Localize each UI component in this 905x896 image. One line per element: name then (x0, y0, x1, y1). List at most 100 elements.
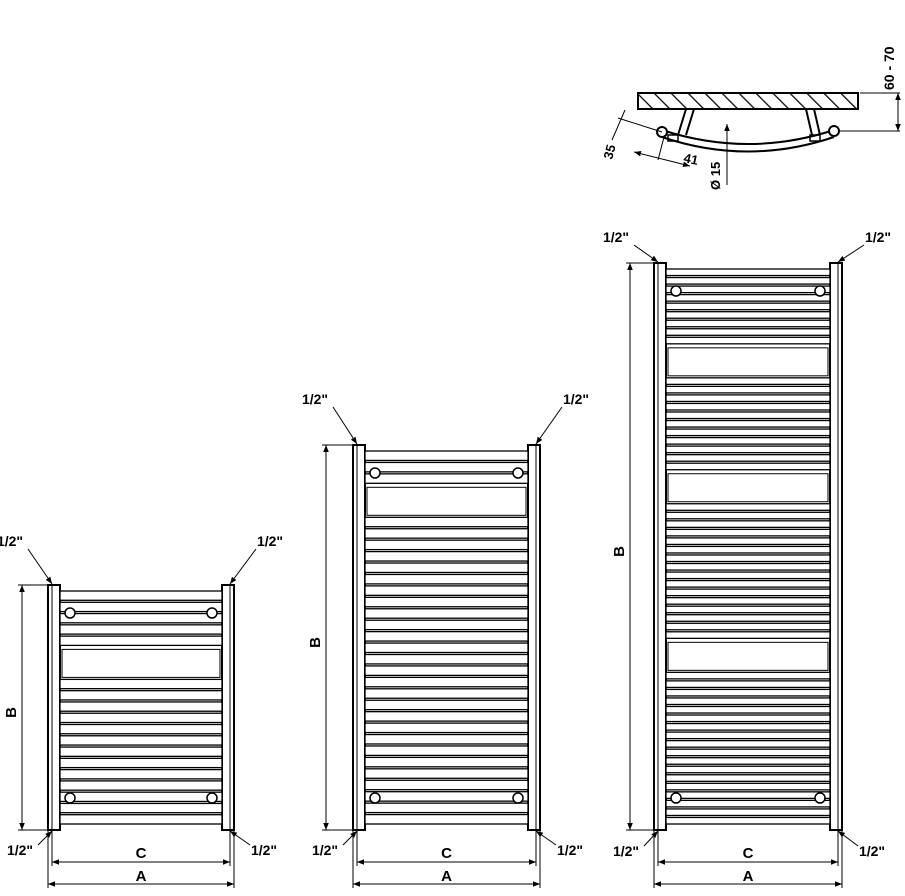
connection-label-top-left: 1/2" (0, 533, 23, 549)
mount-screw-icon (206, 607, 218, 619)
bar (665, 605, 831, 614)
bar (665, 731, 831, 740)
bar (665, 394, 831, 403)
bar (665, 757, 831, 765)
bar (364, 699, 529, 711)
bar (665, 562, 831, 571)
dimension-a-label: A (441, 868, 452, 885)
bar (364, 461, 529, 473)
bar (665, 276, 831, 285)
bar (59, 690, 223, 701)
bar (59, 590, 223, 601)
connection-label-top-left: 1/2" (302, 391, 328, 407)
bar (364, 711, 529, 722)
bar (59, 757, 223, 769)
bar (665, 808, 831, 817)
bar (665, 588, 831, 597)
dimension-a-label: A (743, 868, 754, 885)
bar (364, 585, 529, 596)
bar (364, 802, 529, 814)
bar (665, 462, 831, 471)
bar (59, 624, 223, 635)
bar (59, 723, 223, 735)
bar (364, 573, 529, 585)
bar (665, 622, 831, 631)
bar-gap (667, 473, 829, 503)
bar (59, 746, 223, 757)
bar (665, 579, 831, 588)
rail-left (352, 444, 366, 831)
connection-label-bottom-left: 1/2" (613, 843, 639, 859)
rail-right (829, 262, 843, 831)
tube-right-icon (828, 125, 840, 137)
bar (59, 780, 223, 791)
bar (364, 653, 529, 665)
bar (364, 688, 529, 699)
section-view: 60 - 70 35 41 Ø 15 (600, 46, 901, 190)
radiator-medium: 1/2"1/2"1/2"1/2"BCA (302, 391, 589, 888)
bar (665, 336, 831, 345)
bar (364, 745, 529, 757)
bar (665, 319, 831, 328)
bar (665, 680, 831, 689)
bar (364, 473, 529, 484)
bar (59, 814, 223, 825)
bar (364, 722, 529, 734)
bar (364, 516, 529, 528)
bar (665, 739, 831, 748)
dimension-b-label: B (307, 637, 324, 648)
offset-label: 35 (600, 143, 618, 161)
dimension-a-label: A (136, 868, 147, 885)
mount-screw-icon (64, 792, 76, 804)
bar (364, 619, 529, 631)
bar-gap (667, 347, 829, 377)
mount-screw-icon (369, 467, 381, 479)
bar (665, 748, 831, 757)
tube-diameter-label: Ø 15 (708, 162, 723, 190)
dimension-c-label: C (136, 845, 147, 862)
bar (364, 562, 529, 574)
bracket-right (805, 108, 821, 136)
bar (59, 735, 223, 746)
bar (364, 608, 529, 619)
bar (665, 328, 831, 336)
rail-left (47, 584, 61, 831)
bar-gap (366, 486, 527, 516)
bar (665, 631, 831, 639)
mount-screw-icon (369, 792, 381, 804)
mount-screw-icon (512, 467, 524, 479)
mount-screw-icon (814, 285, 826, 297)
bar (665, 311, 831, 319)
bar (59, 802, 223, 814)
bar (665, 816, 831, 825)
connection-label-bottom-right: 1/2" (251, 842, 277, 858)
bar (665, 503, 831, 511)
dimension-b-label: B (611, 546, 628, 557)
mount-screw-icon (814, 792, 826, 804)
mount-screw-icon (64, 607, 76, 619)
bar (364, 676, 529, 688)
bar (665, 520, 831, 529)
dimension-b-label: B (3, 707, 20, 718)
connection-label-top-right: 1/2" (257, 533, 283, 549)
bar (665, 799, 831, 808)
mount-screw-icon (512, 792, 524, 804)
connection-label-bottom-left: 1/2" (7, 842, 33, 858)
bar (364, 768, 529, 779)
bar (665, 722, 831, 731)
bar (665, 445, 831, 454)
bar (665, 402, 831, 411)
bar (665, 285, 831, 294)
bar (364, 630, 529, 642)
bar (665, 537, 831, 546)
bar-gap (61, 648, 221, 678)
bar (665, 782, 831, 791)
bar (665, 436, 831, 445)
curved-rail (661, 129, 835, 145)
bar (665, 377, 831, 386)
wall-distance-label: 60 - 70 (881, 46, 897, 90)
rail-right (221, 584, 235, 831)
bar (364, 642, 529, 654)
bar (364, 779, 529, 791)
